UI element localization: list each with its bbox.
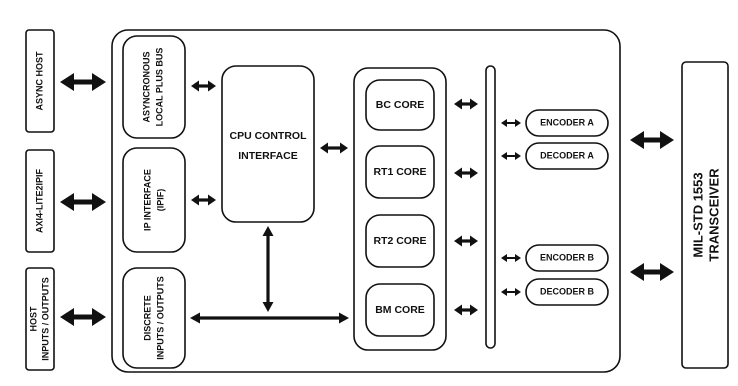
arrow-bm-bus: [454, 304, 478, 316]
core-bc-label: BC CORE: [376, 99, 424, 111]
arrow-axi4: [60, 193, 106, 211]
arrow-cpu-to-cores: [320, 142, 348, 154]
ip-interface-label-line1: IP INTERFACE: [142, 169, 152, 231]
core-bm-label: BM CORE: [375, 304, 425, 316]
arrow-ipif-to-cpu: [191, 194, 216, 206]
arrow-bus-encoder-a: [501, 119, 521, 127]
host-io-label-line1: HOST: [28, 306, 38, 332]
discrete-label-line1: DISCRETE: [142, 295, 152, 341]
arrow-bus-encoder-b: [501, 254, 521, 262]
axi4-lite2ipif-block: AXI4-LITE2IPIF: [25, 149, 55, 253]
transceiver-block: MIL-STD 1553 TRANSCEIVER: [681, 61, 729, 369]
arrow-channel-b-transceiver: [630, 263, 674, 281]
arrow-rt1-bus: [454, 167, 478, 179]
encoder-b: ENCODER B: [525, 244, 609, 272]
cpu-control-interface: CPU CONTROL INTERFACE: [221, 65, 315, 223]
async-bus-interface: ASYNCRONOUS LOCAL PLUS BUS: [122, 35, 186, 139]
arrow-cpu-discrete-vertical: [262, 226, 274, 312]
ip-interface-label-line2: (IPIF): [155, 189, 165, 212]
discrete-io-interface: DISCRETE INPUTS / OUTPUTS: [122, 267, 186, 369]
async-host-label: ASYNC HOST: [34, 51, 44, 111]
arrow-async-to-cpu: [191, 80, 216, 92]
async-host-block: ASYNC HOST: [25, 29, 55, 133]
decoder-a: DECODER A: [525, 142, 609, 170]
encoder-a: ENCODER A: [525, 109, 609, 137]
axi4-lite2ipif-label: AXI4-LITE2IPIF: [34, 168, 44, 233]
encoder-b-label: ENCODER B: [540, 252, 595, 262]
transceiver-label-line1: MIL-STD 1553: [690, 172, 705, 257]
core-rt1: RT1 CORE: [365, 145, 435, 199]
host-io-label-line2: INPUTS / OUTPUTS: [40, 277, 50, 361]
arrow-async-host: [60, 73, 106, 91]
arrow-bus-decoder-b: [501, 288, 521, 296]
arrow-bus-decoder-a: [501, 152, 521, 160]
transceiver-label-line2: TRANSCEIVER: [706, 168, 721, 262]
ip-interface: IP INTERFACE (IPIF): [122, 147, 186, 253]
host-io-block: HOST INPUTS / OUTPUTS: [25, 267, 55, 371]
cores-group: [353, 67, 447, 351]
arrow-channel-a-transceiver: [630, 131, 674, 149]
decoder-a-label: DECODER A: [540, 150, 594, 160]
async-bus-label-line1: ASYNCRONOUS: [141, 51, 151, 122]
cpu-label-line2: INTERFACE: [238, 150, 298, 162]
discrete-label-line2: INPUTS / OUTPUTS: [155, 276, 165, 360]
async-bus-label-line2: LOCAL PLUS BUS: [154, 48, 164, 127]
internal-bus: [485, 65, 496, 349]
core-rt2-label: RT2 CORE: [373, 235, 426, 247]
decoder-b-label: DECODER B: [540, 286, 595, 296]
core-bm: BM CORE: [365, 283, 435, 337]
core-rt1-label: RT1 CORE: [373, 166, 426, 178]
arrow-rt2-bus: [454, 235, 478, 247]
encoder-a-label: ENCODER A: [540, 117, 594, 127]
arrow-discrete-to-cores: [190, 312, 349, 324]
decoder-b: DECODER B: [525, 278, 609, 306]
core-rt2: RT2 CORE: [365, 214, 435, 268]
arrow-host-io: [60, 308, 106, 326]
core-bc: BC CORE: [365, 79, 435, 131]
arrow-bc-bus: [454, 98, 478, 110]
cpu-label-line1: CPU CONTROL: [230, 130, 308, 142]
